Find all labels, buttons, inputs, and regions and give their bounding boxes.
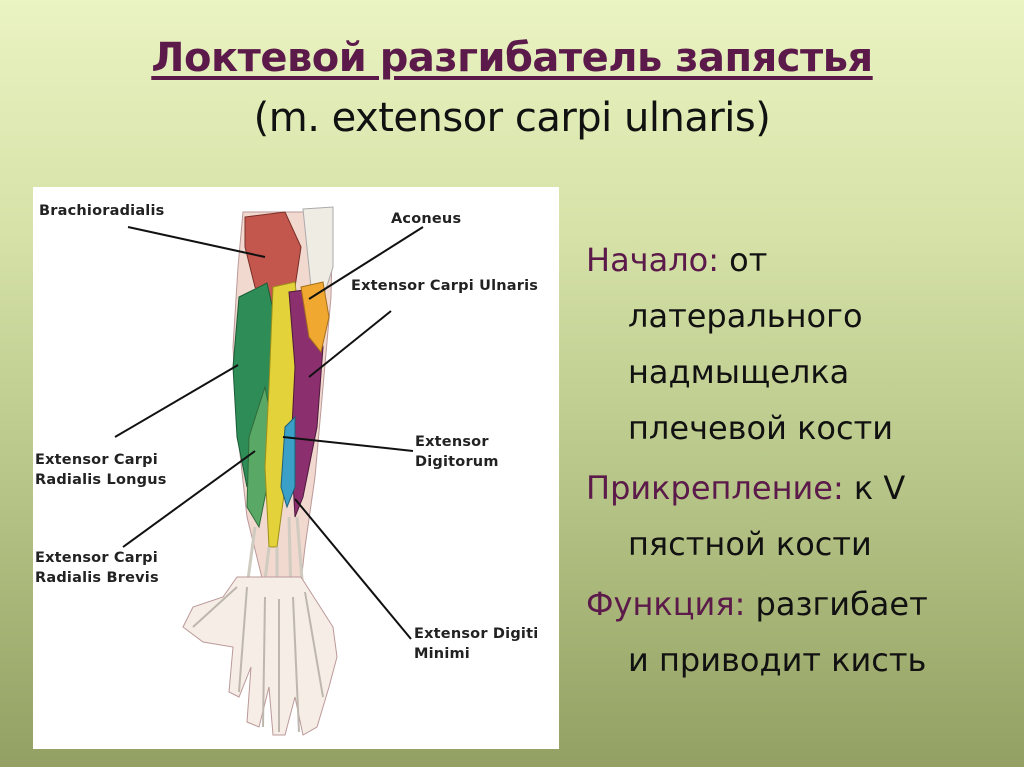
label-brachioradialis: Brachioradialis <box>39 203 165 219</box>
insertion-key: Прикрепление: <box>586 469 844 507</box>
insertion-item: Прикрепление: к V пястной кости <box>586 460 1016 572</box>
label-ecrl-line2: Radialis Longus <box>35 472 167 488</box>
label-ecrb-line1: Extensor Carpi <box>35 550 158 566</box>
function-value-2: и приводит кисть <box>628 641 927 679</box>
label-edm: Extensor Digiti Minimi <box>414 624 538 664</box>
origin-item: Начало: от латерального надмыщелка плече… <box>586 232 1016 456</box>
muscle-description: Начало: от латерального надмыщелка плече… <box>586 232 1016 692</box>
title-russian: Локтевой разгибатель запястья <box>151 35 873 81</box>
insertion-value-2: пястной кости <box>628 525 872 563</box>
edm-muscle <box>280 415 296 509</box>
aconeus-muscle <box>300 281 330 354</box>
function-value-1: разгибает <box>755 585 928 623</box>
label-ecrl-line1: Extensor Carpi <box>35 452 158 468</box>
label-ecrl: Extensor Carpi Radialis Longus <box>35 450 167 490</box>
pointer-lines <box>114 226 424 640</box>
label-ed-line2: Digitorum <box>415 454 499 470</box>
label-ed-line1: Extensor <box>415 434 489 450</box>
origin-value-3: надмыщелка <box>628 353 850 391</box>
function-item: Функция: разгибает и приводит кисть <box>586 576 1016 688</box>
insertion-value-1: к V <box>853 469 906 507</box>
hand-outline <box>182 576 338 736</box>
label-edm-line2: Minimi <box>414 646 470 662</box>
ulna-bone <box>302 206 334 293</box>
title-latin: (m. extensor carpi ulnaris) <box>253 95 771 141</box>
finger-tendons <box>192 586 324 733</box>
slide-title: Локтевой разгибатель запястья (m. extens… <box>0 35 1024 141</box>
label-ecrb-line2: Radialis Brevis <box>35 570 159 586</box>
origin-key: Начало: <box>586 241 719 279</box>
label-aconeus: Aconeus <box>391 211 462 227</box>
anatomy-figure-panel: Brachioradialis Aconeus Extensor Carpi U… <box>33 187 559 749</box>
origin-value-1: от <box>729 241 768 279</box>
label-edm-line1: Extensor Digiti <box>414 626 539 642</box>
label-ecrb: Extensor Carpi Radialis Brevis <box>35 548 159 588</box>
label-extensor-digitorum: Extensor Digitorum <box>415 432 499 472</box>
origin-value-4: плечевой кости <box>628 409 893 447</box>
function-key: Функция: <box>586 585 746 623</box>
origin-value-2: латерального <box>628 297 863 335</box>
label-ecu: Extensor Carpi Ulnaris <box>351 278 539 294</box>
forearm-illustration <box>114 206 424 736</box>
